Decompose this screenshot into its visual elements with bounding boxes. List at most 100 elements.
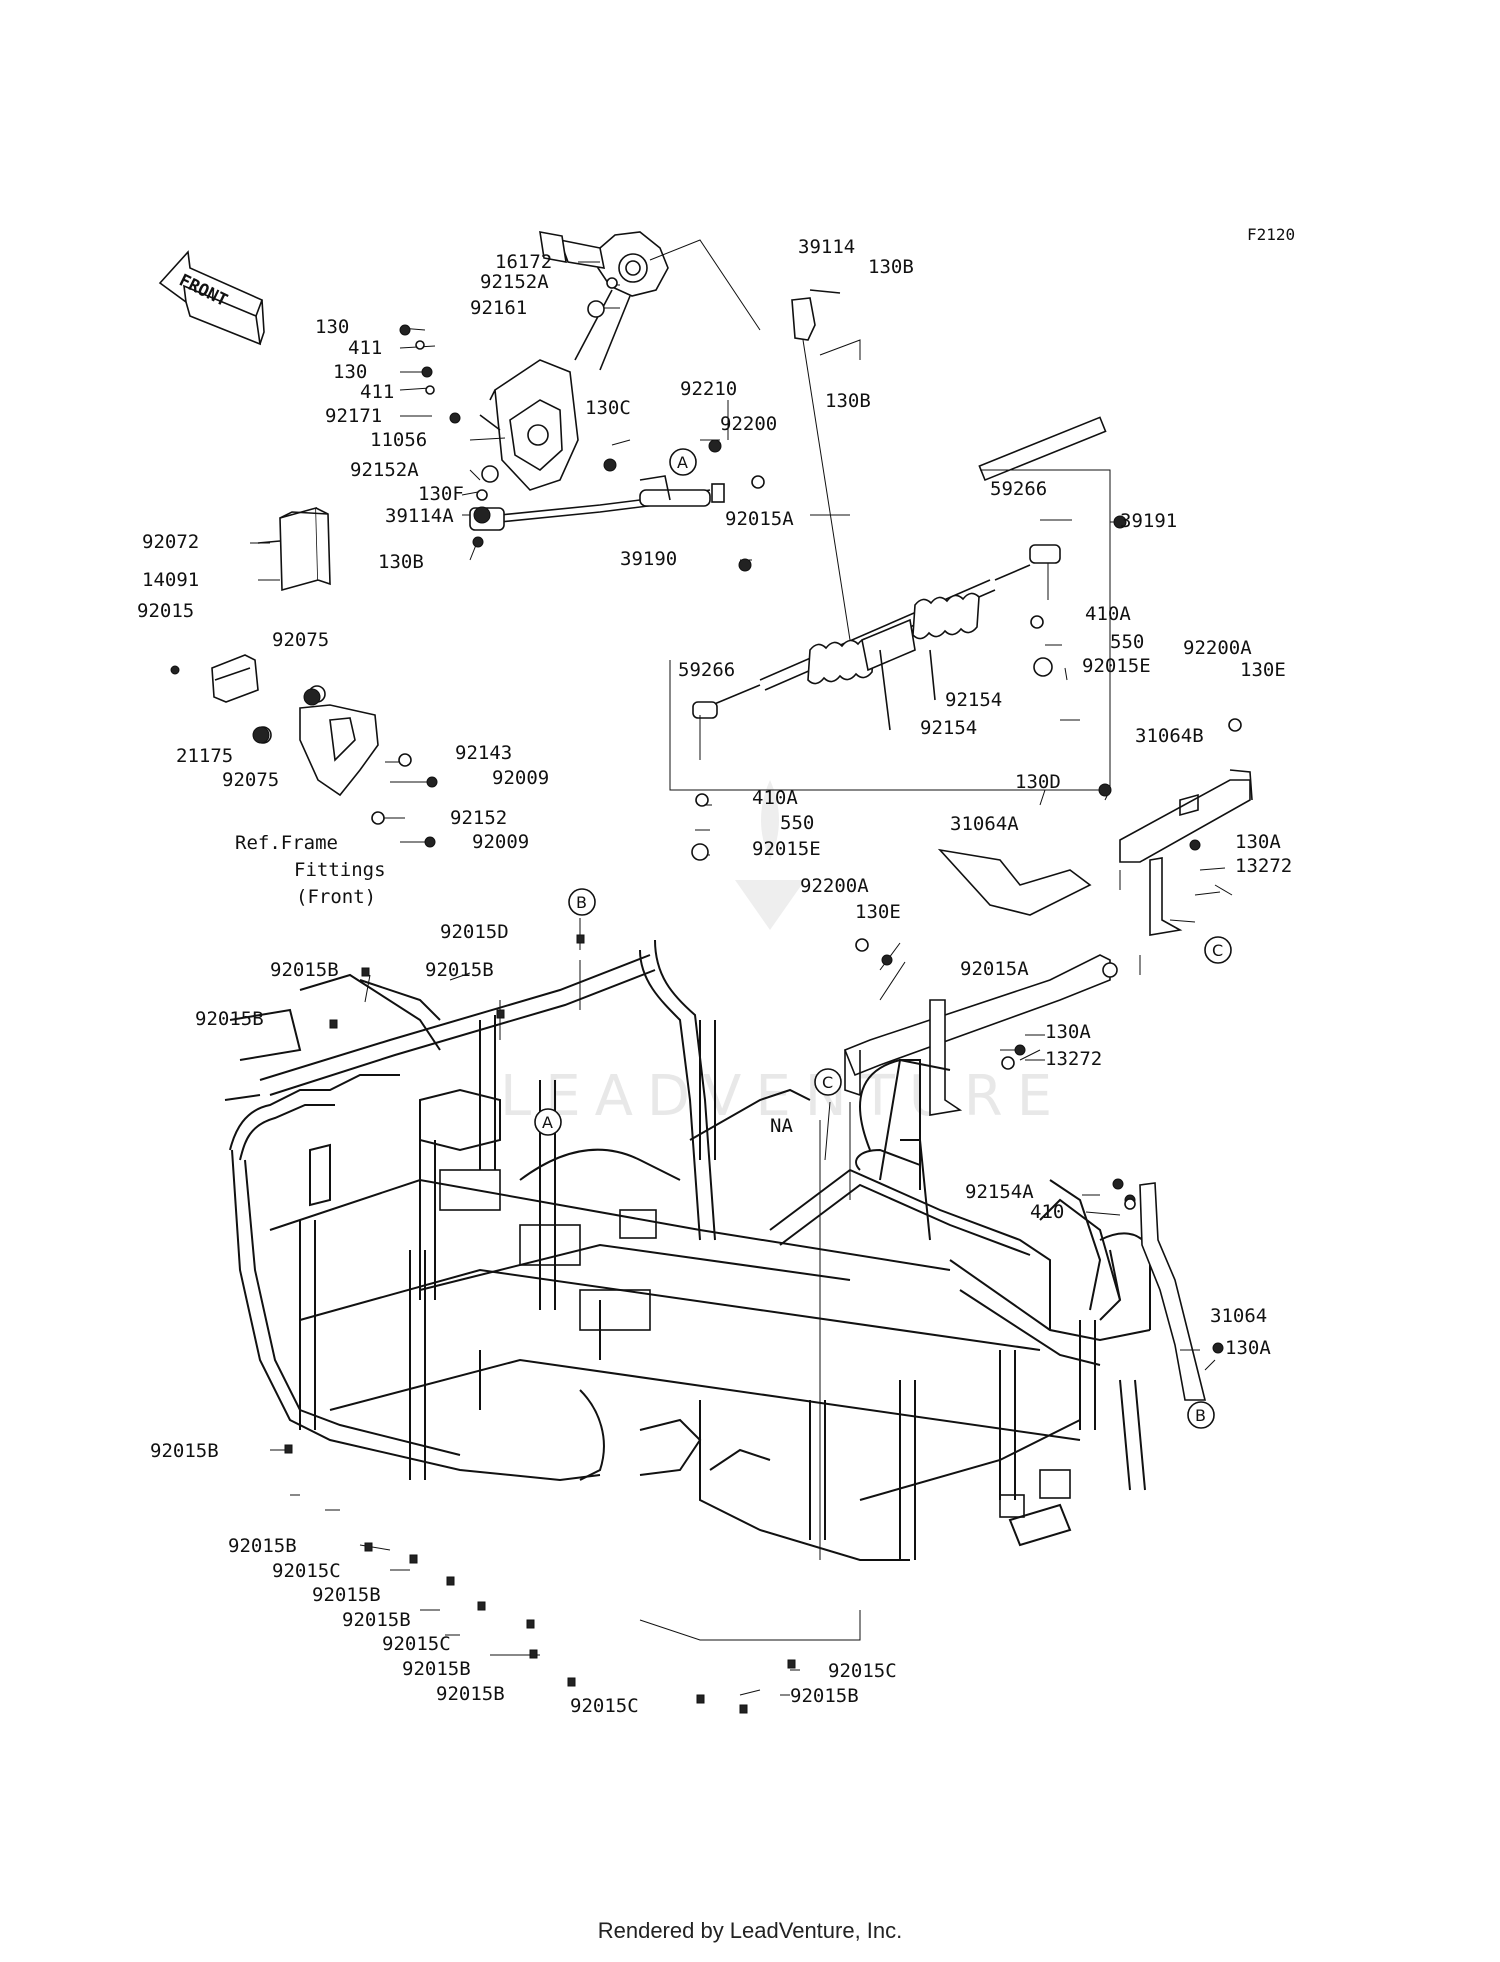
part-label: 92015B (270, 959, 339, 981)
part-label: 14091 (142, 569, 199, 591)
callout-markers: A A B B C C (534, 448, 1232, 1429)
ref-note-line1: Ref.Frame (235, 832, 338, 854)
part-label: 92152 (450, 807, 507, 829)
part-label: 92015A (725, 508, 794, 530)
part-label: 92015E (1082, 655, 1151, 677)
front-arrow-icon: FRONT (158, 250, 265, 346)
callout-a-lower: A (534, 1108, 562, 1136)
vehicle-frame (224, 939, 1151, 1561)
part-label: 92015B (228, 1535, 297, 1557)
part-label: 92015 (137, 600, 194, 622)
part-label: 92171 (325, 405, 382, 427)
part-label: 39191 (1120, 510, 1177, 532)
part-label: 92072 (142, 531, 199, 553)
part-label: 130C (585, 397, 631, 419)
ref-note-line2: Fittings (294, 859, 386, 881)
part-label: 92154A (965, 1181, 1034, 1203)
part-label: 130E (855, 901, 901, 923)
part-label: 92015B (436, 1683, 505, 1705)
upper-steering-joint (791, 289, 861, 641)
part-label: 92075 (272, 629, 329, 651)
part-label: 92015B (150, 1440, 219, 1462)
part-label: 550 (1110, 631, 1144, 653)
crossmember-31064b (1119, 769, 1253, 936)
part-label: 92154 (945, 689, 1002, 711)
fasteners (170, 277, 1242, 1714)
part-label: 16172 (495, 251, 552, 273)
part-label: 130 (315, 316, 349, 338)
part-label: 130B (378, 551, 424, 573)
part-label: 92152A (480, 271, 549, 293)
steering-gearbox-assembly (539, 231, 761, 371)
part-label: 130D (1015, 771, 1061, 793)
steering-rack (669, 416, 1111, 791)
part-label: 92143 (455, 742, 512, 764)
part-label: 92015C (570, 1695, 639, 1717)
watermark: LEADVENTURE (500, 780, 1066, 1129)
part-label: 92200 (720, 413, 777, 435)
ref-note-line3: (Front) (296, 886, 376, 908)
part-label: 92015C (272, 1560, 341, 1582)
part-label: 410A (752, 787, 798, 809)
part-label: 31064B (1135, 725, 1204, 747)
part-label: 130A (1235, 831, 1281, 853)
part-label: 21175 (176, 745, 233, 767)
side-bracket-31064 (1124, 1182, 1207, 1401)
svg-text:A: A (542, 1113, 553, 1132)
part-label: 92200A (1183, 637, 1252, 659)
part-label: 13272 (1235, 855, 1292, 877)
part-label: 39114 (798, 236, 855, 258)
diagram-code: F2120 (1247, 225, 1295, 244)
part-label: 411 (348, 337, 382, 359)
part-label: 92015B (402, 1658, 471, 1680)
part-label: 92200A (800, 875, 869, 897)
part-label: 92210 (680, 378, 737, 400)
part-label: 92015B (195, 1008, 264, 1030)
part-label: 13272 (1045, 1048, 1102, 1070)
part-label: 31064A (950, 813, 1019, 835)
part-label: 130A (1045, 1021, 1091, 1043)
part-label: 39114A (385, 505, 454, 527)
part-label: 92015A (960, 958, 1029, 980)
svg-text:B: B (1195, 1406, 1206, 1425)
control-module (257, 506, 331, 592)
part-label: 92154 (920, 717, 977, 739)
crossmember-31064a (843, 848, 1111, 1116)
part-label: 130E (1240, 659, 1286, 681)
svg-text:B: B (576, 893, 587, 912)
part-label: 92015C (828, 1660, 897, 1682)
part-label: 92009 (472, 831, 529, 853)
part-label: 92015B (425, 959, 494, 981)
part-label: 411 (360, 381, 394, 403)
column-bracket (479, 359, 579, 491)
part-label: 92015B (312, 1584, 381, 1606)
callout-b-upper: B (568, 888, 596, 916)
part-label: 31064 (1210, 1305, 1267, 1327)
part-label: 130 (333, 361, 367, 383)
watermark-text: LEADVENTURE (500, 1064, 1066, 1129)
part-label: 130B (868, 256, 914, 278)
part-label: 410A (1085, 603, 1131, 625)
part-label: 92075 (222, 769, 279, 791)
steering-shaft (469, 475, 725, 531)
callout-a-upper: A (669, 448, 697, 476)
part-label: 130F (418, 483, 464, 505)
part-label: 92015E (752, 838, 821, 860)
callout-b-lower: B (1187, 1401, 1215, 1429)
part-label: 92152A (350, 459, 419, 481)
part-label: 11056 (370, 429, 427, 451)
callout-c-upper: C (1204, 936, 1232, 964)
part-label: 39190 (620, 548, 677, 570)
part-label: 59266 (678, 659, 735, 681)
svg-text:C: C (1212, 941, 1223, 960)
svg-text:A: A (677, 453, 688, 472)
part-label: 130B (825, 390, 871, 412)
part-label: 92161 (470, 297, 527, 319)
part-label: 130A (1225, 1337, 1271, 1359)
svg-text:C: C (822, 1073, 833, 1092)
part-label: 92015B (342, 1609, 411, 1631)
part-label: NA (770, 1115, 793, 1137)
part-labels: 16172 92152A 92161 130 411 130 411 92171… (137, 236, 1292, 1717)
part-label: 92015C (382, 1633, 451, 1655)
part-label: 550 (780, 812, 814, 834)
